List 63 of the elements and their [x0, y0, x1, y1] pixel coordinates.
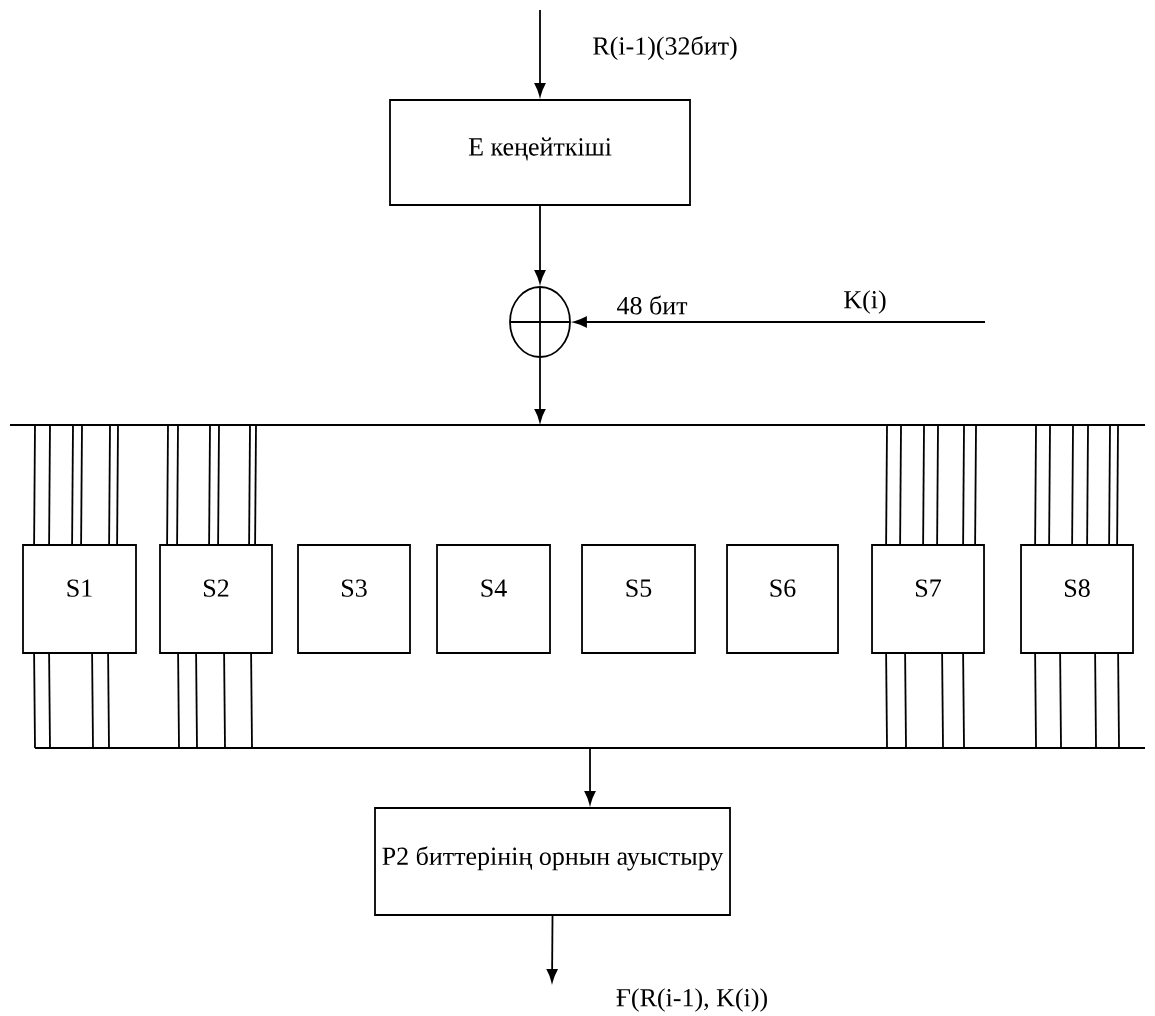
bit-label: 48 бит — [617, 295, 688, 315]
wire — [962, 653, 965, 749]
s-box: S1 — [22, 544, 137, 654]
arrow — [573, 316, 986, 328]
wire — [208, 424, 211, 545]
wire — [885, 424, 888, 545]
bus-line — [9, 424, 1146, 426]
s-box: S5 — [581, 544, 696, 654]
arrow — [534, 9, 546, 97]
wire — [1034, 653, 1037, 749]
wire — [80, 424, 83, 545]
wire — [1034, 424, 1037, 545]
wire — [1059, 653, 1062, 749]
wire — [166, 424, 169, 545]
process-box: E кеңейткіші — [389, 99, 691, 206]
wire — [71, 424, 74, 545]
wire — [885, 653, 888, 749]
wire — [108, 424, 111, 545]
s-box: S4 — [436, 544, 551, 654]
wire — [1048, 424, 1051, 545]
wire — [33, 424, 36, 545]
wire — [254, 424, 257, 545]
wire — [1116, 424, 1119, 545]
wire — [177, 653, 180, 749]
wire — [974, 424, 977, 545]
wire — [1071, 424, 1074, 545]
wire — [922, 424, 925, 545]
wire — [116, 424, 119, 545]
wire — [1108, 424, 1111, 545]
wire — [248, 424, 251, 545]
s-box: S6 — [726, 544, 839, 654]
wire — [899, 424, 902, 545]
wire — [250, 653, 253, 749]
arrow — [546, 915, 558, 983]
s-box: S7 — [871, 544, 985, 654]
bus-line — [34, 747, 1146, 749]
wire — [195, 653, 198, 749]
wire — [941, 653, 944, 749]
wire — [1117, 653, 1120, 749]
process-box: P2 биттерінің орнын ауыстыру — [374, 807, 731, 916]
wire — [1086, 424, 1089, 545]
edge-label: R(i-1)(32бит) — [593, 35, 737, 61]
arrow — [584, 747, 596, 805]
s-box: S3 — [297, 544, 411, 654]
wire — [904, 653, 907, 749]
wire — [176, 424, 179, 545]
wire — [48, 424, 51, 545]
edge-label: Ғ(R(i-1), K(i)) — [616, 988, 767, 1012]
arrow — [534, 205, 546, 284]
s-box: S2 — [159, 544, 273, 654]
wire — [936, 424, 939, 545]
wire — [107, 653, 110, 749]
wire — [1094, 653, 1097, 749]
edge-label: K(i) — [844, 290, 886, 314]
wire — [962, 424, 965, 545]
s-box: S8 — [1020, 544, 1134, 654]
wire — [91, 653, 94, 749]
wire — [217, 424, 220, 545]
wire — [33, 653, 36, 749]
xor-symbol — [509, 286, 571, 358]
arrow — [534, 357, 546, 423]
wire — [223, 653, 226, 749]
wire — [48, 653, 51, 749]
